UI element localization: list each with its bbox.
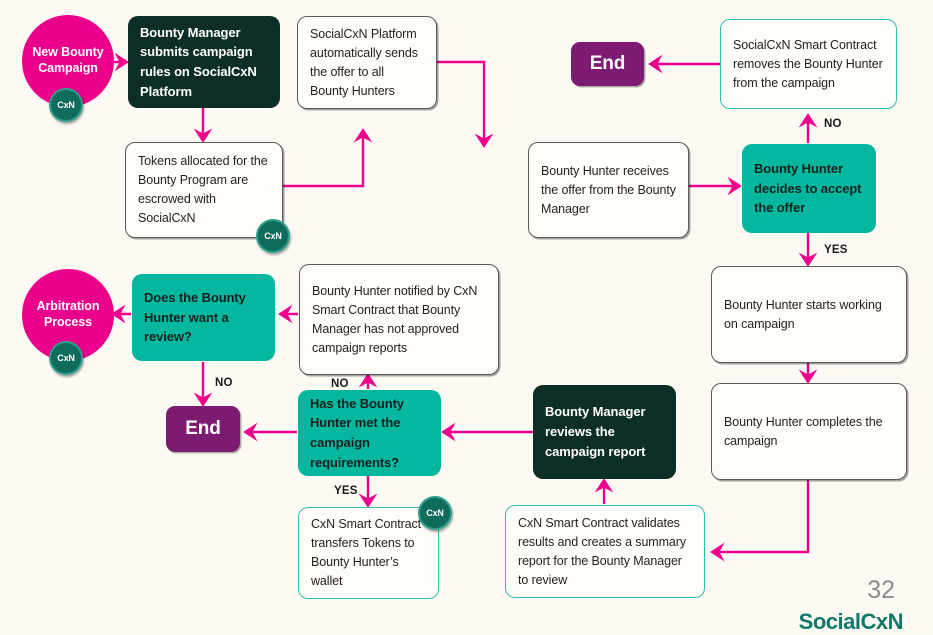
node-end-bottom[interactable]: End <box>166 406 240 452</box>
branch-label-requirements-yes: YES <box>334 485 358 497</box>
node-label: Bounty Hunter receives the offer from th… <box>541 163 676 216</box>
node-label: SocialCxN Smart Contract removes the Bou… <box>733 37 883 90</box>
node-label: New Bounty Campaign <box>32 45 104 75</box>
wire-complete-to-validate <box>710 480 810 562</box>
node-label: Bounty Manager submits campaign rules on… <box>140 24 257 99</box>
node-wants-review[interactable]: Does the Bounty Hunter want a review? <box>132 274 275 361</box>
node-label: Does the Bounty Hunter want a review? <box>144 289 246 345</box>
node-hunter-completes-campaign[interactable]: Bounty Hunter completes the campaign <box>711 383 907 480</box>
node-label: Bounty Hunter completes the campaign <box>724 414 883 448</box>
node-label: Bounty Hunter notified by CxN Smart Cont… <box>312 283 478 355</box>
node-hunter-starts-working[interactable]: Bounty Hunter starts working on campaign <box>711 266 907 363</box>
page-number: 32 <box>867 576 895 604</box>
wire-platform-to-receives <box>437 60 494 148</box>
node-contract-removes-hunter[interactable]: SocialCxN Smart Contract removes the Bou… <box>720 19 897 109</box>
node-hunter-notified-not-approved[interactable]: Bounty Hunter notified by CxN Smart Cont… <box>299 264 499 375</box>
wire-escrow-to-platform <box>283 128 373 188</box>
node-label: Arbitration Process <box>36 299 100 329</box>
branch-label-requirements-no: NO <box>331 378 349 390</box>
node-label: Tokens allocated for the Bounty Program … <box>138 154 268 225</box>
branch-label-accept-no: NO <box>824 118 842 130</box>
node-end-top[interactable]: End <box>571 42 644 86</box>
cxn-coin-badge-escrow-icon: CxN <box>256 219 290 253</box>
node-contract-transfers-tokens[interactable]: CxN Smart Contract transfers Tokens to B… <box>298 507 439 599</box>
node-hunter-receives-offer[interactable]: Bounty Hunter receives the offer from th… <box>528 142 689 238</box>
node-label: End <box>185 417 221 439</box>
node-label: Bounty Hunter starts working on campaign <box>724 297 882 331</box>
footer-logo: SocialCxN <box>798 609 904 634</box>
node-label: End <box>589 52 626 74</box>
node-label: CxN Smart Contract validates results and… <box>518 515 686 587</box>
node-hunter-decides-accept[interactable]: Bounty Hunter decides to accept the offe… <box>742 144 876 233</box>
node-label: Has the Bounty Hunter met the campaign r… <box>310 395 404 470</box>
node-manager-reviews-report[interactable]: Bounty Manager reviews the campaign repo… <box>533 385 676 479</box>
branch-label-accept-yes: YES <box>824 244 848 256</box>
cxn-coin-badge-transfer-icon: CxN <box>418 496 452 530</box>
node-manager-submits-rules[interactable]: Bounty Manager submits campaign rules on… <box>128 16 280 108</box>
node-label: CxN Smart Contract transfers Tokens to B… <box>311 517 422 588</box>
node-met-campaign-requirements[interactable]: Has the Bounty Hunter met the campaign r… <box>298 390 441 476</box>
node-new-bounty-campaign[interactable]: New Bounty Campaign <box>22 15 114 107</box>
node-label: SocialCxN Platform automatically sends t… <box>310 26 418 98</box>
cxn-coin-badge-start-icon: CxN <box>49 88 83 122</box>
node-label: Bounty Hunter decides to accept the offe… <box>754 160 862 216</box>
branch-label-review-no: NO <box>215 377 233 389</box>
cxn-coin-badge-arbitration-icon: CxN <box>49 341 83 375</box>
node-platform-sends-offer[interactable]: SocialCxN Platform automatically sends t… <box>297 16 437 109</box>
node-contract-validates-results[interactable]: CxN Smart Contract validates results and… <box>505 505 705 598</box>
node-label: Bounty Manager reviews the campaign repo… <box>545 404 646 459</box>
node-tokens-escrowed[interactable]: Tokens allocated for the Bounty Program … <box>125 142 283 238</box>
